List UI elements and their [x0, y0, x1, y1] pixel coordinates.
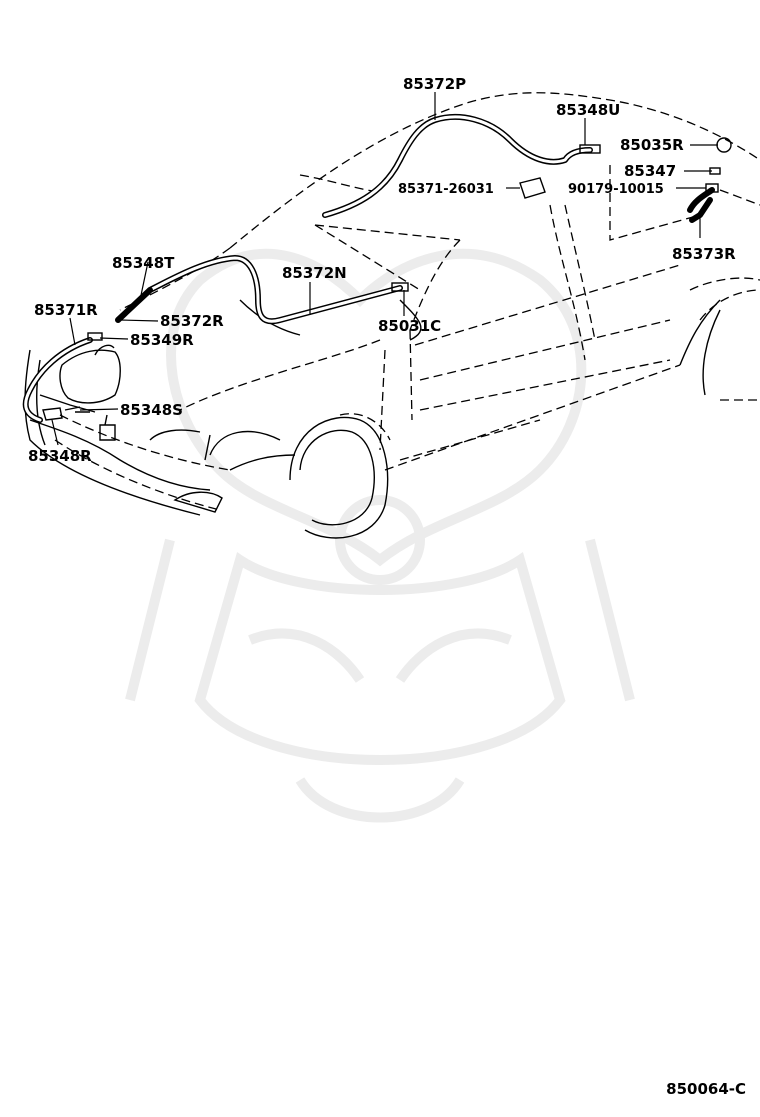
- label-85372R: 85372R: [160, 312, 224, 330]
- label-85372P: 85372P: [403, 75, 466, 93]
- label-85371-26031: 85371-26031: [398, 182, 494, 197]
- label-85373R: 85373R: [672, 245, 736, 263]
- label-90179-10015: 90179-10015: [568, 182, 664, 197]
- label-85348U: 85348U: [556, 101, 620, 119]
- part-labels: 85372P 85348U 85035R 85347 85371-26031 9…: [28, 75, 736, 465]
- leader-lines: [51, 92, 718, 446]
- watermark-emblem: [125, 248, 635, 823]
- label-85348R: 85348R: [28, 447, 92, 465]
- label-85348T: 85348T: [112, 254, 175, 272]
- label-85349R: 85349R: [130, 331, 194, 349]
- label-85371R: 85371R: [34, 301, 98, 319]
- label-85031C: 85031C: [378, 317, 441, 335]
- washer-hoses: [22, 114, 715, 423]
- fittings: [42, 137, 732, 421]
- label-85347: 85347: [624, 162, 676, 180]
- label-85348S: 85348S: [120, 401, 183, 419]
- label-85035R: 85035R: [620, 136, 684, 154]
- diagram-code: 850064-C: [666, 1080, 746, 1098]
- vehicle-outline: [24, 92, 760, 539]
- label-85372N: 85372N: [282, 264, 347, 282]
